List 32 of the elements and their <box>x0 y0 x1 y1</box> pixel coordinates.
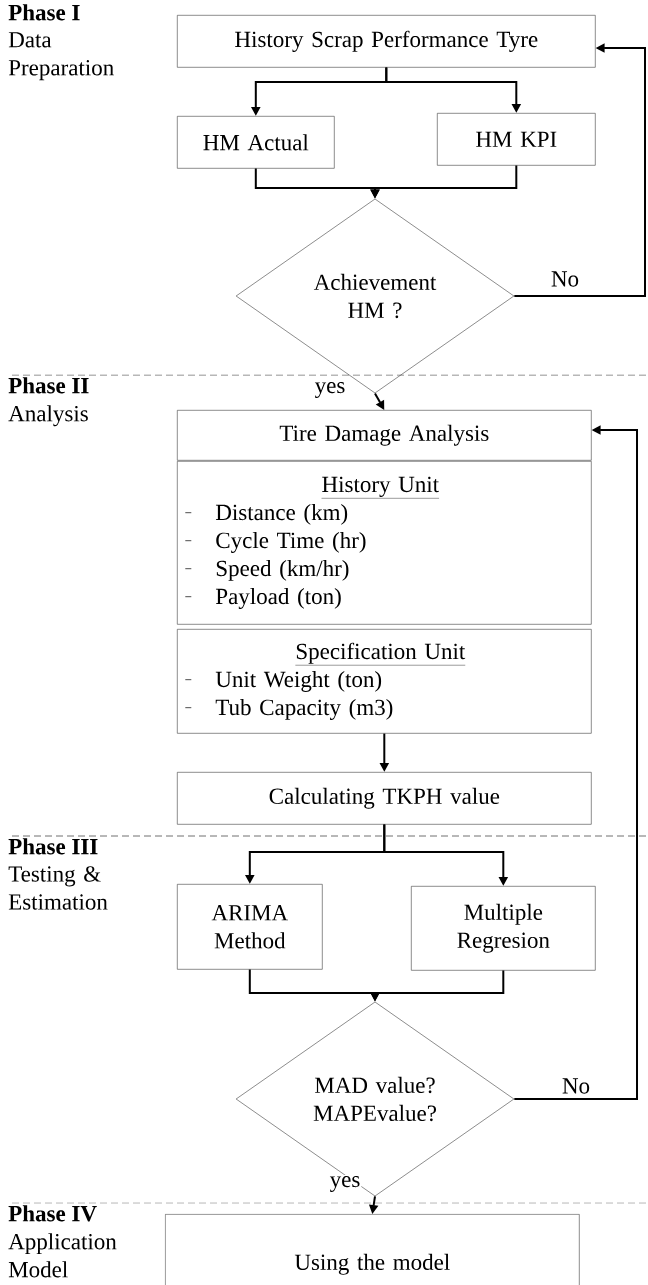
phase-name: Application Model <box>8 1233 117 1278</box>
process-box: Calculating TKPH value <box>177 772 592 825</box>
process-box: Multiple Regresion <box>411 886 596 971</box>
section-heading: Specification Unit <box>295 642 466 666</box>
list-item: Distance (km) <box>215 503 348 525</box>
list-item: Speed (km/hr) <box>216 559 349 581</box>
list-item: Cycle Time (hr) <box>216 531 366 553</box>
edge-label: yes <box>328 1175 362 1193</box>
section-heading: History Unit <box>321 476 440 499</box>
arrow <box>513 43 646 297</box>
arrow <box>374 392 385 410</box>
process-box: HM Actual <box>177 116 335 169</box>
list-box <box>177 629 592 734</box>
edge-label: No <box>549 270 581 288</box>
phase-name: Analysis <box>8 405 88 427</box>
phase-title: Phase I <box>8 4 80 21</box>
list-item: Tub Capacity (m3) <box>215 698 393 720</box>
process-box: Using the model <box>165 1214 580 1285</box>
phase-title: Phase III <box>8 838 98 855</box>
process-box: HM KPI <box>437 113 596 166</box>
phase-title: Phase II <box>8 377 89 394</box>
list-box <box>177 461 592 625</box>
arrow <box>513 425 638 1100</box>
process-box: History Scrap Performance Tyre <box>177 15 596 68</box>
phase-title: Phase IV <box>8 1205 97 1222</box>
phase-name: Data Preparation <box>8 32 114 81</box>
list-item: Unit Weight (ton) <box>215 670 382 692</box>
list-item: Payload (ton) <box>215 587 341 609</box>
process-box: Tire Damage Analysis <box>177 410 592 461</box>
process-box: ARIMA Method <box>177 884 323 970</box>
phase-name: Testing & Estimation <box>8 866 108 910</box>
edge-label: No <box>560 1077 592 1095</box>
